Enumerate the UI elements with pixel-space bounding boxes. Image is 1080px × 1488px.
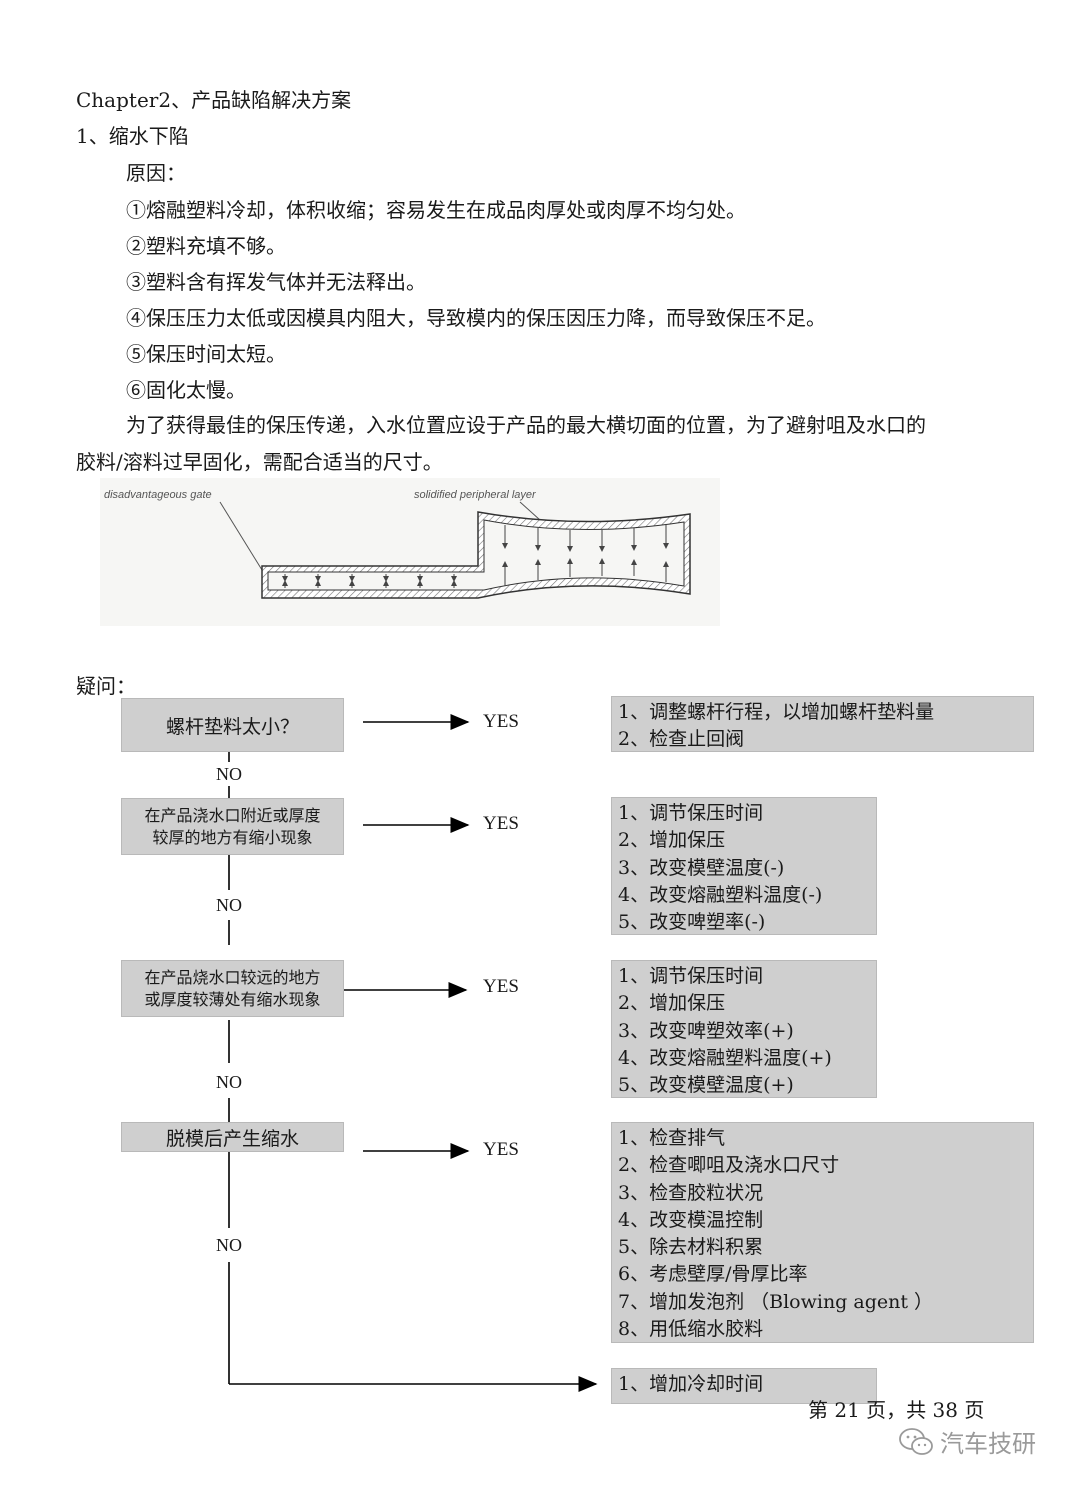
question-text: 螺杆垫料太小？ bbox=[165, 715, 299, 738]
cause-item: ①熔融塑料冷却，体积收缩；容易发生在成品肉厚处或肉厚不均匀处。 bbox=[126, 198, 746, 222]
watermark: 汽车技研 bbox=[898, 1424, 1036, 1459]
answer-item: 2、检查止回阀 bbox=[618, 728, 745, 751]
yes-label: YES bbox=[483, 813, 519, 834]
answer-item: 5、改变模壁温度(+) bbox=[618, 1074, 794, 1097]
answer-item: 1、调整螺杆行程，以增加螺杆垫料量 bbox=[618, 701, 935, 723]
label-gate: disadvantageous gate bbox=[104, 489, 212, 501]
flow-heading: 疑问： bbox=[76, 674, 136, 698]
cause-item: ④保压压力太低或因模具内阻大，导致模内的保压因压力降，而导致保压不足。 bbox=[126, 306, 826, 330]
answer-box-3: 1、调节保压时间 2、增加保压 3、改变啤塑效率(+) 4、改变熔融塑料温度(+… bbox=[611, 960, 877, 1098]
no-label: NO bbox=[216, 1235, 242, 1255]
cause-item: ⑥固化太慢。 bbox=[126, 378, 246, 402]
answer-item: 8、用低缩水胶料 bbox=[618, 1318, 764, 1341]
no-label: NO bbox=[216, 1072, 242, 1092]
chapter-title: Chapter2、产品缺陷解决方案 bbox=[76, 88, 352, 112]
answer-item: 7、增加发泡剂 （Blowing agent ） bbox=[618, 1290, 934, 1313]
question-box-1: 螺杆垫料太小？ bbox=[121, 698, 344, 752]
cause-item: ⑤保压时间太短。 bbox=[126, 342, 286, 366]
yes-label: YES bbox=[483, 976, 519, 997]
no-label: NO bbox=[216, 764, 242, 784]
answer-item: 3、改变啤塑效率(+) bbox=[618, 1019, 794, 1042]
answer-item: 3、检查胶粒状况 bbox=[618, 1181, 764, 1204]
cause-paragraph-line2: 胶料/溶料过早固化，需配合适当的尺寸。 bbox=[76, 450, 443, 474]
answer-item: 5、除去材料积累 bbox=[618, 1236, 764, 1259]
answer-item: 1、调节保压时间 bbox=[618, 965, 764, 987]
wechat-icon bbox=[899, 1427, 933, 1455]
section-title: 1、缩水下陷 bbox=[76, 124, 189, 148]
gate-shrinkage-diagram: disadvantageous gate solidified peripher… bbox=[100, 478, 720, 626]
causes-heading: 原因： bbox=[126, 161, 186, 185]
page-number: 第 21 页，共 38 页 bbox=[808, 1398, 985, 1422]
question-box-2: 在产品浇水口附近或厚度 较厚的地方有缩小现象 bbox=[121, 798, 344, 855]
question-text: 在产品浇水口附近或厚度 bbox=[144, 805, 321, 825]
answer-item: 2、增加保压 bbox=[618, 992, 726, 1015]
question-text: 脱模后产生缩水 bbox=[165, 1127, 299, 1150]
answer-item: 1、增加冷却时间 bbox=[618, 1373, 764, 1395]
answer-box-4: 1、检查排气 2、检查唧咀及浇水口尺寸 3、检查胶粒状况 4、改变模温控制 5、… bbox=[611, 1122, 1034, 1343]
question-text: 在产品烧水口较远的地方 bbox=[144, 967, 321, 987]
answer-item: 4、改变模温控制 bbox=[618, 1208, 764, 1231]
answer-box-2: 1、调节保压时间 2、增加保压 3、改变模壁温度(-) 4、改变熔融塑料温度(-… bbox=[611, 797, 877, 935]
answer-box-1: 1、调整螺杆行程，以增加螺杆垫料量 2、检查止回阀 bbox=[611, 696, 1034, 752]
watermark-text: 汽车技研 bbox=[940, 1430, 1036, 1458]
question-text: 或厚度较薄处有缩水现象 bbox=[144, 989, 321, 1009]
answer-item: 4、改变熔融塑料温度(+) bbox=[618, 1046, 832, 1069]
yes-label: YES bbox=[483, 1139, 519, 1160]
question-text: 较厚的地方有缩小现象 bbox=[152, 827, 313, 847]
cause-paragraph-line1: 为了获得最佳的保压传递，入水位置应设于产品的最大横切面的位置，为了避射咀及水口的 bbox=[126, 413, 926, 437]
answer-item: 4、改变熔融塑料温度(-) bbox=[618, 883, 823, 906]
answer-item: 2、增加保压 bbox=[618, 829, 726, 852]
label-layer: solidified peripheral layer bbox=[414, 489, 537, 501]
answer-item: 1、调节保压时间 bbox=[618, 802, 764, 824]
answer-item: 2、检查唧咀及浇水口尺寸 bbox=[618, 1154, 840, 1177]
question-box-3: 在产品烧水口较远的地方 或厚度较薄处有缩水现象 bbox=[121, 960, 344, 1017]
yes-label: YES bbox=[483, 711, 519, 732]
answer-item: 1、检查排气 bbox=[618, 1127, 726, 1149]
answer-item: 6、考虑壁厚/骨厚比率 bbox=[618, 1263, 808, 1286]
answer-box-final: 1、增加冷却时间 bbox=[611, 1368, 877, 1404]
question-box-4: 脱模后产生缩水 bbox=[121, 1122, 344, 1152]
answer-item: 5、改变啤塑率(-) bbox=[618, 911, 766, 934]
cause-item: ③塑料含有挥发气体并无法释出。 bbox=[126, 270, 426, 294]
answer-item: 3、改变模壁温度(-) bbox=[618, 856, 785, 879]
cause-item: ②塑料充填不够。 bbox=[126, 234, 286, 258]
no-label: NO bbox=[216, 895, 242, 915]
